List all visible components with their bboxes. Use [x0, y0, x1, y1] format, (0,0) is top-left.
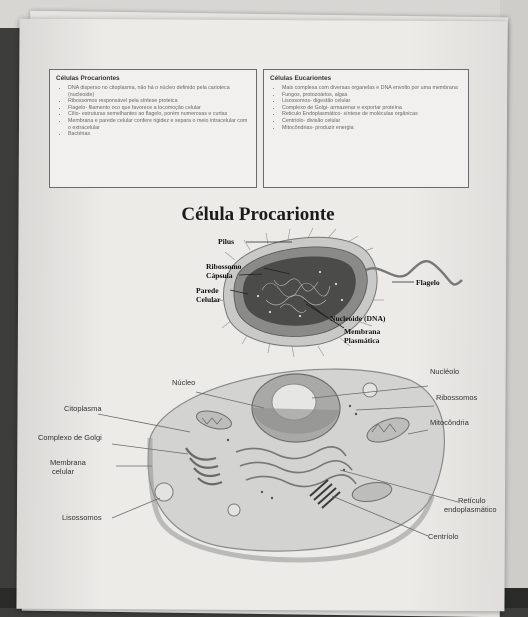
label-mitocondria: Mitocôndria	[430, 418, 469, 427]
label-membrana-celular-2: celular	[52, 467, 74, 476]
label-nucleo: Núcleo	[172, 378, 195, 387]
label-nucleolo: Nucléolo	[430, 367, 459, 376]
label-reticulo-1: Retículo	[458, 496, 486, 505]
label-nucleoide: Nucleoide (DNA)	[330, 314, 385, 323]
label-pilus: Pilus	[218, 237, 234, 246]
label-membrana-celular-1: Membrana	[50, 458, 86, 467]
label-centriolo: Centríolo	[428, 532, 458, 541]
label-lisossomos: Lisossomos	[62, 513, 102, 522]
label-parede: Parede	[196, 286, 219, 295]
label-ribossomo: Ribossomo	[206, 262, 241, 271]
label-reticulo-2: endoplasmático	[444, 505, 497, 514]
label-membrana: Membrana	[344, 327, 380, 336]
label-citoplasma: Citoplasma	[64, 404, 102, 413]
label-ribossomos: Ribossomos	[436, 393, 477, 402]
label-plasmatica: Plasmática	[344, 336, 379, 345]
prokaryote-cell-drawing	[212, 228, 462, 357]
label-golgi: Complexo de Golgi	[38, 433, 102, 442]
label-flagelo: Flagelo	[416, 278, 440, 287]
label-celular: Celular	[196, 295, 220, 304]
label-capsula: Cápsula	[206, 271, 233, 280]
eukaryote-cell-drawing	[98, 369, 458, 560]
